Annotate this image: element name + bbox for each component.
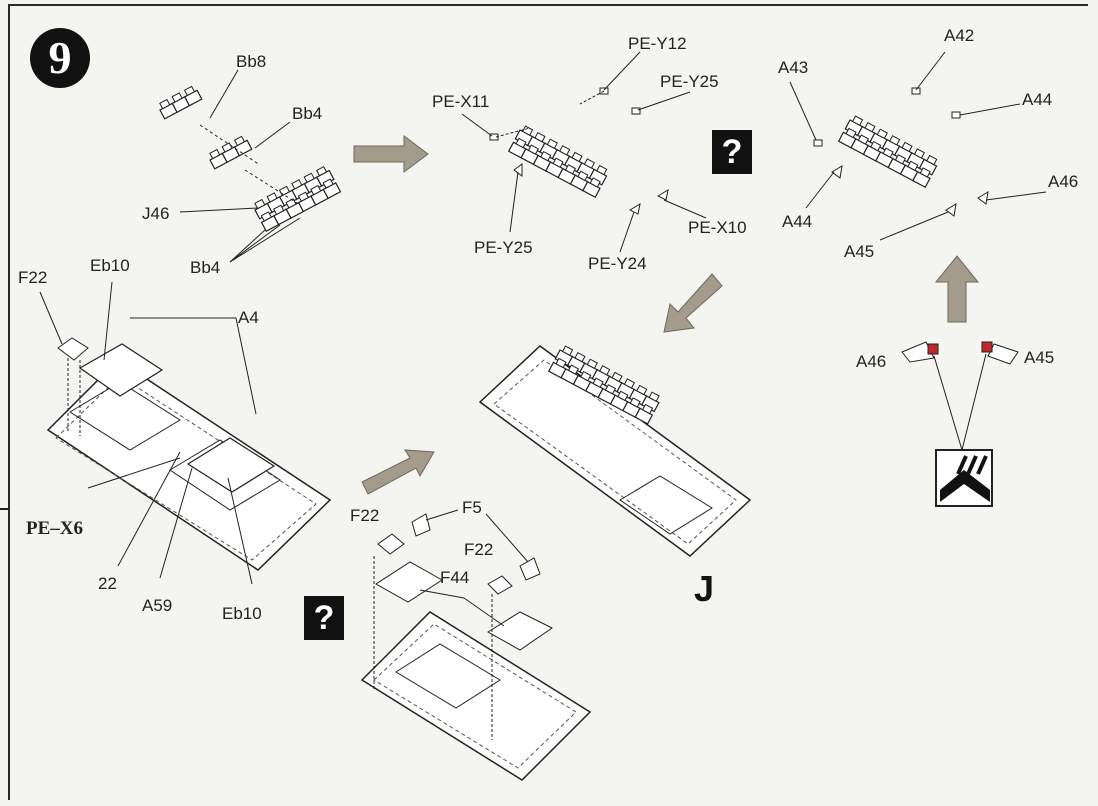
label-pe-x11: PE-X11	[432, 92, 490, 111]
arrow-right-2	[361, 449, 435, 495]
a-small-parts	[813, 87, 989, 217]
label-pe-x6: PE–X6	[26, 518, 83, 539]
label-f44: F44	[440, 568, 470, 587]
label-a59: A59	[142, 596, 173, 615]
track-link-bb8	[156, 84, 203, 120]
label-pe-y24: PE-Y24	[588, 254, 647, 273]
label-a45-bottom: A45	[1024, 348, 1055, 367]
label-f5: F5	[462, 498, 482, 517]
hatch-eb10-top	[78, 343, 164, 397]
a46-part	[901, 341, 939, 363]
parts-f5-f22-f44	[375, 513, 553, 651]
label-a46-top: A46	[1048, 172, 1079, 191]
label-eb10-bottom: Eb10	[222, 604, 262, 623]
hatch-eb10-bottom	[186, 437, 276, 493]
margin-tick	[0, 508, 10, 510]
label-bb8: Bb8	[236, 52, 267, 71]
assembly-leader-lines	[179, 69, 301, 263]
label-a4: A4	[238, 308, 259, 327]
arrow-up	[934, 255, 980, 323]
label-a44-left: A44	[782, 212, 813, 231]
label-a43: A43	[778, 58, 809, 77]
label-a42: A42	[944, 26, 975, 45]
label-pe-y12: PE-Y12	[628, 34, 687, 53]
step-number-badge: 9	[30, 28, 90, 88]
hull-plate-middle	[360, 611, 592, 781]
track-run-pe	[508, 124, 610, 198]
track-run-j46	[251, 164, 342, 232]
label-a46-bottom: A46	[856, 352, 887, 371]
label-j46: J46	[142, 204, 170, 223]
label-eb10-top: Eb10	[90, 256, 130, 275]
label-f22-mid: F22	[350, 506, 380, 525]
variant-mark-top: ?	[712, 130, 752, 174]
label-a44-right: A44	[1022, 90, 1053, 109]
page-frame	[8, 4, 1088, 800]
label-a45-top: A45	[844, 242, 875, 261]
a-detail-leader-lines	[933, 353, 987, 451]
f22-part-left	[57, 337, 89, 361]
arrow-down-left	[663, 273, 723, 333]
pe-leader-lines	[461, 51, 707, 253]
a-leader-lines	[789, 51, 1047, 241]
label-pe-y25-top: PE-Y25	[660, 72, 719, 91]
label-f22-left: F22	[18, 268, 48, 287]
label-pe-y25-bottom: PE-Y25	[474, 238, 533, 257]
hull-middle-leader-lines	[373, 509, 529, 740]
sprue-cut-icon	[935, 449, 993, 507]
hull-left-leader-lines	[39, 281, 257, 585]
arrow-right-1	[353, 135, 429, 173]
hull-plate-assembled	[478, 345, 752, 557]
section-mark-j: J	[694, 568, 715, 609]
track-link-bb4	[206, 134, 253, 170]
label-pe-x10: PE-X10	[688, 218, 747, 237]
a45-part	[981, 341, 1019, 365]
label-f22-mid2: F22	[464, 540, 494, 559]
label-bb4-bottom: Bb4	[190, 258, 221, 277]
track-run-a	[838, 114, 940, 188]
label-bb4-top: Bb4	[292, 104, 323, 123]
label-22: 22	[98, 574, 117, 593]
variant-mark-bottom: ?	[304, 596, 344, 640]
